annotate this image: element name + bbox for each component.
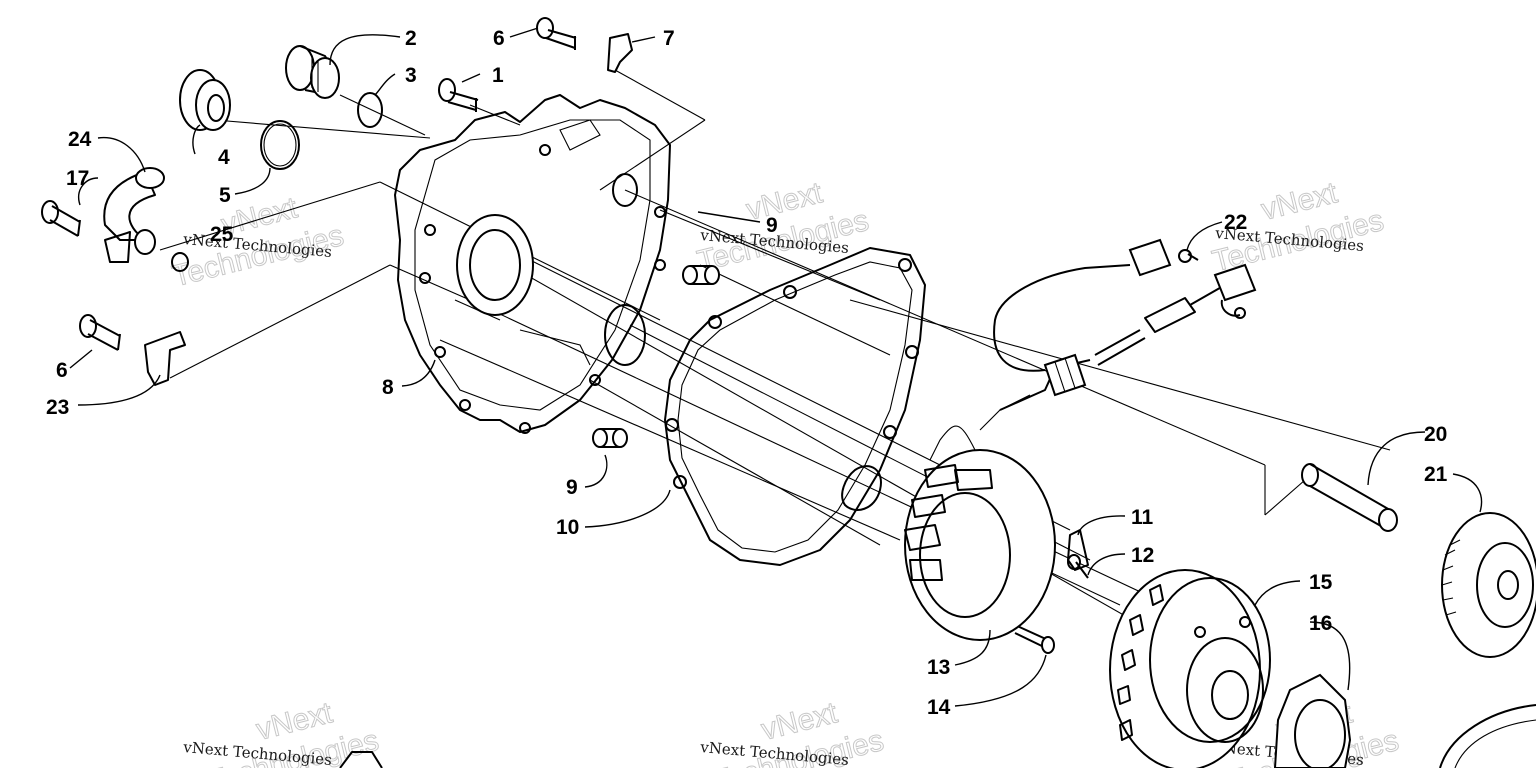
callout-label: 9 — [766, 214, 778, 237]
callout-label: 10 — [556, 516, 579, 539]
idler-shaft-part — [1301, 463, 1398, 532]
callout-label: 6 — [493, 27, 505, 50]
bolt-part — [438, 78, 479, 112]
bolt-part — [79, 314, 121, 351]
callout-label: 14 — [927, 696, 951, 719]
bolt-part — [1014, 624, 1055, 654]
callout-label: 8 — [382, 376, 394, 399]
callout-leaders — [69, 27, 1483, 707]
wire-clamp-part — [1067, 529, 1089, 571]
callout-label: 22 — [1224, 211, 1247, 234]
callout-labels: 1 2 3 4 5 6 7 8 9 10 11 12 13 14 15 16 1… — [46, 27, 1448, 719]
callout-label: 23 — [46, 396, 69, 419]
callout-label: 4 — [218, 146, 230, 169]
callout-label: 24 — [68, 128, 92, 151]
callout-label: 11 — [1131, 506, 1154, 529]
plug-part — [285, 45, 340, 99]
idler-gear-part — [1441, 512, 1536, 658]
callout-label: 21 — [1424, 463, 1448, 486]
callout-label: 20 — [1424, 423, 1447, 446]
bracket-partial-part — [339, 751, 383, 768]
callout-label: 6 — [56, 359, 68, 382]
washer-part — [171, 252, 189, 272]
callout-label: 13 — [927, 656, 950, 679]
alignment-lines — [159, 69, 1391, 631]
callout-label: 17 — [66, 167, 89, 190]
callout-label: 2 — [405, 27, 417, 50]
callout-label: 12 — [1131, 544, 1154, 567]
dowel-pin-part — [682, 265, 720, 285]
elbow-pipe-part — [103, 167, 165, 263]
oil-seal-part — [179, 69, 231, 131]
starter-clutch-part — [1273, 673, 1352, 768]
callout-label: 5 — [219, 184, 231, 207]
bolt-part — [536, 17, 577, 50]
clamp-part — [144, 331, 186, 386]
flywheel-part — [1109, 569, 1271, 768]
callout-label: 3 — [405, 64, 417, 87]
stator-part — [904, 394, 1056, 641]
callout-label: 16 — [1309, 612, 1332, 635]
callout-label: 9 — [566, 476, 578, 499]
wiring-harness-part — [993, 238, 1257, 411]
dowel-pin-part — [592, 428, 628, 448]
gasket-part — [664, 247, 926, 566]
clip-part — [607, 33, 633, 73]
callout-label: 7 — [663, 27, 675, 50]
callout-label: 1 — [492, 64, 504, 87]
callout-label: 15 — [1309, 571, 1333, 594]
crankcase-cover-part — [394, 94, 671, 434]
callout-label: 25 — [210, 223, 234, 246]
bolt-part — [1178, 249, 1199, 263]
o-ring-large-part — [260, 120, 300, 170]
gear-partial-part — [1439, 704, 1536, 768]
bolt-part — [41, 200, 81, 237]
o-ring-small-part — [357, 92, 383, 128]
